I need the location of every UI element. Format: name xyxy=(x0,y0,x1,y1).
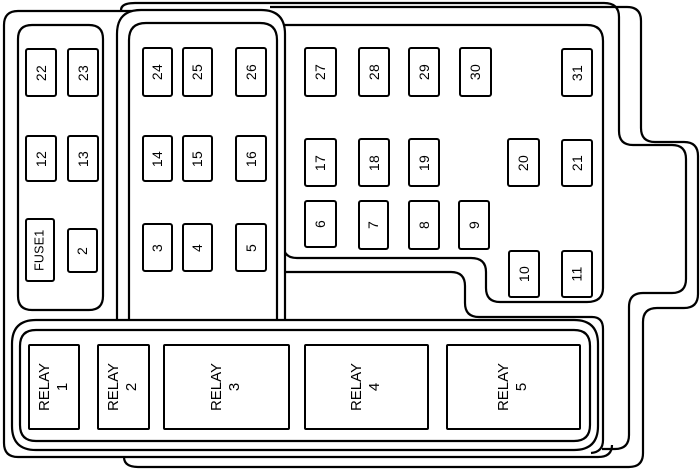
relay-label-line2: 2 xyxy=(123,382,141,392)
fuse-label: 14 xyxy=(149,150,166,167)
fuse-17[interactable]: 17 xyxy=(304,138,337,187)
fuse-21[interactable]: 21 xyxy=(561,139,593,187)
fuse-label: 27 xyxy=(312,63,329,81)
fuse-label: 11 xyxy=(568,266,585,282)
panel-step-line xyxy=(280,270,605,455)
fuse-16[interactable]: 16 xyxy=(235,135,267,182)
fuse-label: 5 xyxy=(243,243,259,252)
relay-label-line1: RELAY xyxy=(348,362,366,412)
fuse-14[interactable]: 14 xyxy=(142,135,173,182)
fuse-label: 30 xyxy=(467,63,484,81)
housing-shell-back xyxy=(119,1,688,451)
fuse-24[interactable]: 24 xyxy=(142,47,173,97)
fuse-label: 20 xyxy=(515,154,532,171)
fuse-label: 26 xyxy=(243,63,259,81)
fuse-22[interactable]: 22 xyxy=(25,48,57,97)
fuse-label: 28 xyxy=(366,63,382,81)
fuse-label: 23 xyxy=(75,64,91,81)
fuse-18[interactable]: 18 xyxy=(358,138,390,187)
fuse-28[interactable]: 28 xyxy=(358,47,390,97)
fuse-4[interactable]: 4 xyxy=(182,223,213,272)
fuse-label: 21 xyxy=(569,154,585,172)
fuse-label: 24 xyxy=(149,63,166,81)
fuse-25[interactable]: 25 xyxy=(182,47,213,97)
fuse-label: 3 xyxy=(149,243,166,252)
fuse-label: 29 xyxy=(416,63,432,81)
fuse-label: 9 xyxy=(466,220,482,230)
fuse-12[interactable]: 12 xyxy=(25,135,57,182)
fuse-20[interactable]: 20 xyxy=(507,138,540,187)
fuse-label: 4 xyxy=(189,243,206,252)
fuse-label: FUSE1 xyxy=(32,229,47,271)
fuse-29[interactable]: 29 xyxy=(408,47,440,97)
relay-label-line2: 5 xyxy=(513,382,531,392)
fuse-label: 19 xyxy=(416,154,432,171)
fuse-9[interactable]: 9 xyxy=(458,200,490,250)
fuse-label: 12 xyxy=(33,150,49,167)
fuse-27[interactable]: 27 xyxy=(304,47,337,97)
fuse-8[interactable]: 8 xyxy=(408,200,440,250)
fuse-23[interactable]: 23 xyxy=(67,48,99,97)
fuse-2[interactable]: 2 xyxy=(67,228,98,273)
relay-label-line1: RELAY xyxy=(105,362,123,412)
housing-shell-front xyxy=(2,9,614,459)
relay-label-line2: 1 xyxy=(54,382,72,392)
fuse-label: 2 xyxy=(74,246,91,255)
fuse-15[interactable]: 15 xyxy=(182,135,213,182)
fuse-26[interactable]: 26 xyxy=(235,47,267,97)
fuse-11[interactable]: 11 xyxy=(561,250,593,298)
housing-shell-outer xyxy=(122,5,700,469)
fuse-label: 17 xyxy=(312,154,329,171)
fuse1[interactable]: FUSE1 xyxy=(25,218,55,282)
fuse-label: 10 xyxy=(516,265,532,283)
fuse-label: 13 xyxy=(75,150,91,167)
relay-label-line1: RELAY xyxy=(208,362,226,412)
relay-label-line2: 4 xyxy=(366,382,384,392)
relay-label-line2: 3 xyxy=(226,382,244,392)
fuse-label: 7 xyxy=(365,220,382,230)
fuse-label: 8 xyxy=(416,220,432,230)
fuse-label: 22 xyxy=(33,64,49,81)
relay-label-line1: RELAY xyxy=(36,362,54,412)
fuse-13[interactable]: 13 xyxy=(67,135,99,182)
relay-label-line1: RELAY xyxy=(495,362,513,412)
fuse-7[interactable]: 7 xyxy=(358,200,389,250)
fuse-label: 15 xyxy=(189,150,206,167)
fuse-5[interactable]: 5 xyxy=(235,223,267,272)
fuse-19[interactable]: 19 xyxy=(408,138,440,187)
fuse-3[interactable]: 3 xyxy=(142,223,173,272)
fuse-label: 25 xyxy=(189,63,206,81)
fuse-label: 18 xyxy=(366,154,382,171)
fuse-label: 16 xyxy=(243,150,259,167)
fuse-6[interactable]: 6 xyxy=(304,200,337,248)
fuse-label: 6 xyxy=(312,219,329,229)
fuse-10[interactable]: 10 xyxy=(508,250,540,298)
fuse-31[interactable]: 31 xyxy=(561,48,593,97)
fuse-label: 31 xyxy=(569,64,585,81)
fuse-30[interactable]: 30 xyxy=(459,47,492,97)
